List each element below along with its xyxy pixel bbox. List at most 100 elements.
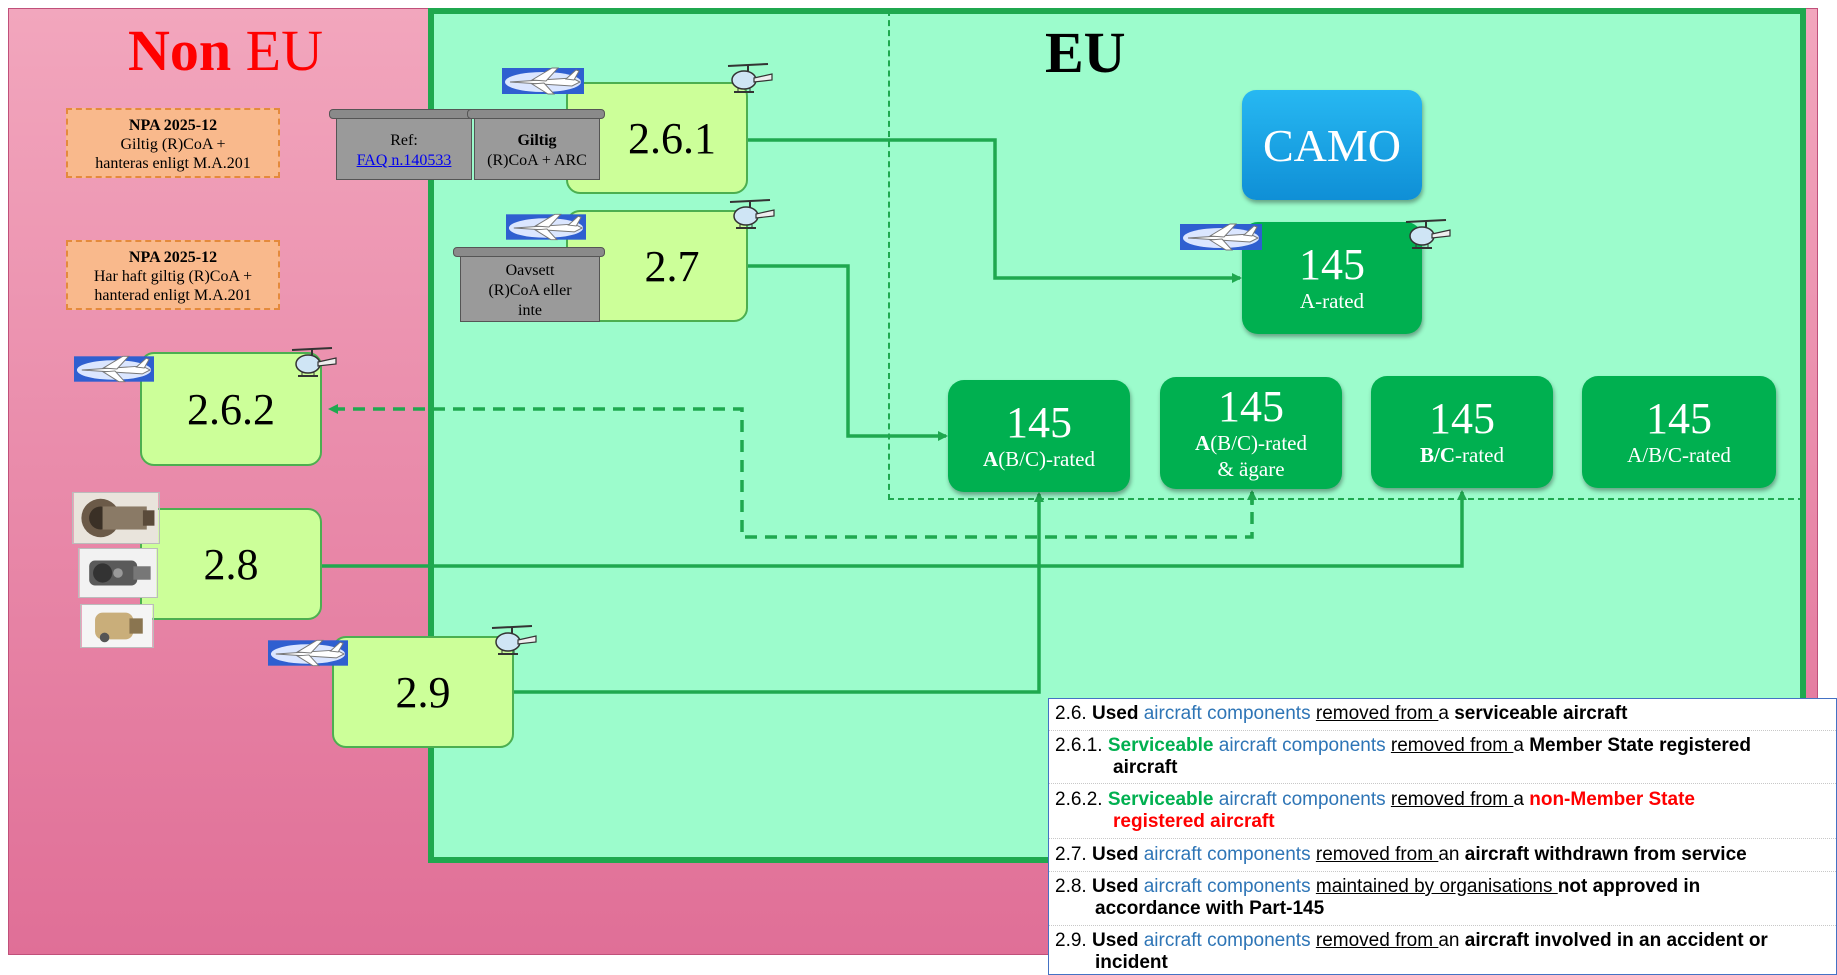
box-2-8-label: 2.8 [203,539,259,589]
helicopter-icon [491,625,537,655]
npa-note-2: NPA 2025-12 Har haft giltig (R)CoA + han… [66,240,280,310]
def-2-6-num: 2.6. [1055,703,1087,724]
arrow-29-to-abc-rated [514,492,1044,694]
def-2-7-num: 2.7. [1055,844,1087,865]
def-2-9-used: Used [1091,930,1139,951]
box-2-7-label: 2.7 [644,241,700,291]
def-2-7-tail: aircraft withdrawn from service [1464,844,1747,865]
giltig-scroll: Giltig (R)CoA + ARC [467,109,605,180]
npa-note-2-line2: hanterad enligt M.A.201 [94,287,252,305]
def-2-8-maintained: maintained by organisations [1315,876,1558,897]
def-2-7-article: an [1438,844,1465,865]
def-2-9-tail1: aircraft involved in an accident or [1464,930,1768,951]
def-2-6-removed: removed from [1315,703,1439,724]
def-2-6-components: aircraft components [1143,703,1311,724]
part145-bc-rated-sub-rest: -rated [1455,442,1504,467]
def-2-9-num: 2.9. [1055,930,1087,951]
ref-label: Ref: [390,132,418,149]
npa-note-2-line1: Har haft giltig (R)CoA + [93,268,253,286]
helicopter-icon [291,347,337,377]
def-2-6-2-tail1: non-Member State [1529,789,1695,810]
definition-2-7: 2.7. Used aircraft components removed fr… [1055,844,1832,866]
oavsett-line1: Oavsett [505,262,555,279]
def-2-6-1-components: aircraft components [1218,735,1386,756]
def-2-8-tail1: not approved in [1557,876,1701,897]
def-2-7-components: aircraft components [1143,844,1311,865]
def-2-8-tail2: accordance with Part-145 [1095,898,1325,919]
def-2-9-removed: removed from [1315,930,1439,951]
part145-abc-rated-sub-rest: (B/C)-rated [998,446,1095,471]
part145-abc-owner-num: 145 [1218,381,1284,431]
separator [1049,925,1836,926]
def-2-7-used: Used [1091,844,1139,865]
definition-2-6-1: 2.6.1. Serviceable aircraft components r… [1055,735,1832,779]
helicopter-icon [1405,219,1451,249]
def-2-9-components: aircraft components [1143,930,1311,951]
part145-a-rated: 145 A-rated [1242,222,1422,334]
def-2-6-article: a [1438,703,1455,724]
box-2-9: 2.9 [332,636,514,748]
part145-a-b-c-rated-sub: A/B/C-rated [1627,442,1731,467]
separator [1049,838,1836,839]
box-2-6-1-label: 2.6.1 [628,113,716,163]
part145-a-rated-sub: A-rated [1299,288,1365,313]
airplane-icon [268,639,348,667]
definition-2-6: 2.6. Used aircraft components removed fr… [1055,703,1832,725]
def-2-6-1-tail1: Member State registered [1529,735,1751,756]
part145-abc-rated-num: 145 [1006,397,1072,447]
part145-abc-rated-sub: A(B/C)-rated [983,446,1095,472]
box-2-9-label: 2.9 [395,667,451,717]
def-2-8-used: Used [1091,876,1139,897]
def-2-6-2-components: aircraft components [1218,789,1386,810]
eu-inner-dashed-area [888,10,1804,500]
non-eu-title: Non EU [128,22,323,80]
arrow-261-to-a-rated [748,138,1242,283]
part145-abc-rated-sub-bold: A [983,446,999,471]
definitions-panel: 2.6. Used aircraft components removed fr… [1048,698,1837,975]
def-2-6-2-article: a [1513,789,1530,810]
part145-abc-owner-sub2: & ägare [1217,457,1285,482]
part145-a-b-c-rated: 145 A/B/C-rated [1582,376,1776,488]
def-2-6-1-article: a [1513,735,1530,756]
def-2-6-used: Used [1091,703,1139,724]
def-2-6-tail: serviceable aircraft [1454,703,1628,724]
def-2-6-2-removed: removed from [1390,789,1514,810]
arrow-28-to-bc-rated [322,490,1467,568]
box-2-6-2-label: 2.6.2 [187,384,275,434]
part145-bc-rated-sub: B/C-rated [1420,442,1504,468]
non-eu-title-eu: EU [245,18,323,83]
turboprop-engine-photo [78,548,158,598]
def-2-6-1-serviceable: Serviceable [1107,735,1214,756]
def-2-6-1-tail2: aircraft [1113,757,1178,778]
helicopter-icon [727,63,773,93]
giltig-text: (R)CoA + ARC [487,152,587,169]
def-2-7-removed: removed from [1315,844,1439,865]
helicopter-icon [729,199,775,229]
non-eu-title-word: Non [128,18,232,83]
part145-a-rated-num: 145 [1299,239,1365,289]
part145-abc-rated: 145 A(B/C)-rated [948,380,1130,492]
part145-abc-owner: 145 A(B/C)-rated & ägare [1160,377,1342,489]
npa-note-1-line1: Giltig (R)CoA + [120,136,226,154]
airplane-icon [74,355,154,383]
separator [1049,730,1836,731]
separator [1049,871,1836,872]
def-2-8-num: 2.8. [1055,876,1087,897]
airplane-icon [506,213,586,241]
npa-note-1-line2: hanteras enligt M.A.201 [95,155,251,173]
faq-link[interactable]: FAQ n.140533 [356,152,452,169]
definition-2-9: 2.9. Used aircraft components removed fr… [1055,930,1832,974]
part145-abc-owner-sub: A(B/C)-rated [1195,430,1307,456]
part145-bc-rated: 145 B/C-rated [1371,376,1553,488]
def-2-8-components: aircraft components [1143,876,1311,897]
oavsett-line2: (R)CoA eller [488,282,572,299]
separator [1049,783,1836,784]
npa-note-2-title: NPA 2025-12 [128,249,218,266]
part145-bc-rated-sub-bold: B/C [1420,442,1456,467]
camo-box: CAMO [1242,90,1422,200]
eu-title: EU [1045,20,1126,85]
def-2-6-1-removed: removed from [1390,735,1514,756]
oavsett-scroll: Oavsett (R)CoA eller inte [453,247,605,322]
oavsett-line3: inte [518,302,542,319]
